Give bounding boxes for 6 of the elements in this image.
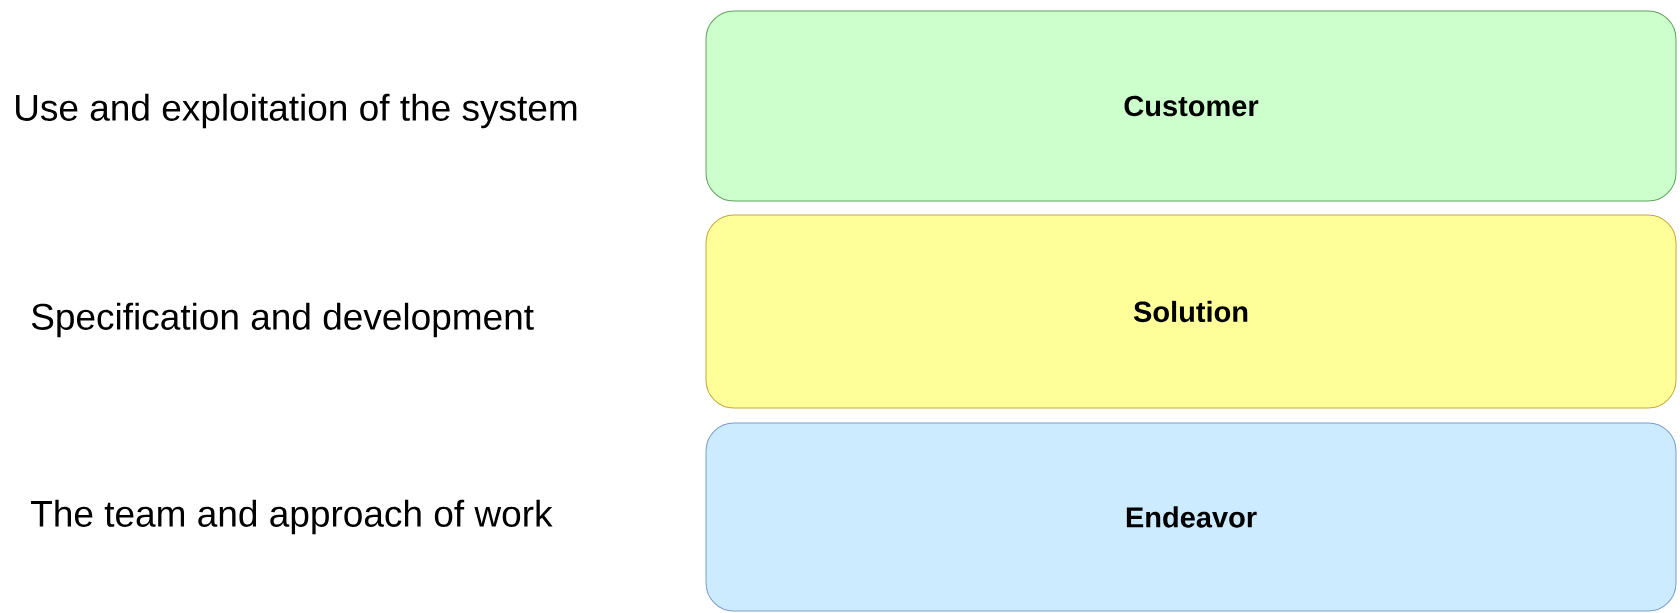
layer-box: Customer bbox=[705, 10, 1677, 202]
layer-box: Endeavor bbox=[705, 422, 1677, 612]
layer-box: Solution bbox=[705, 214, 1677, 409]
side-label: Use and exploitation of the system bbox=[16, 93, 577, 129]
side-label: Specification and development bbox=[31, 302, 534, 338]
side-label: The team and approach of work bbox=[31, 499, 553, 535]
